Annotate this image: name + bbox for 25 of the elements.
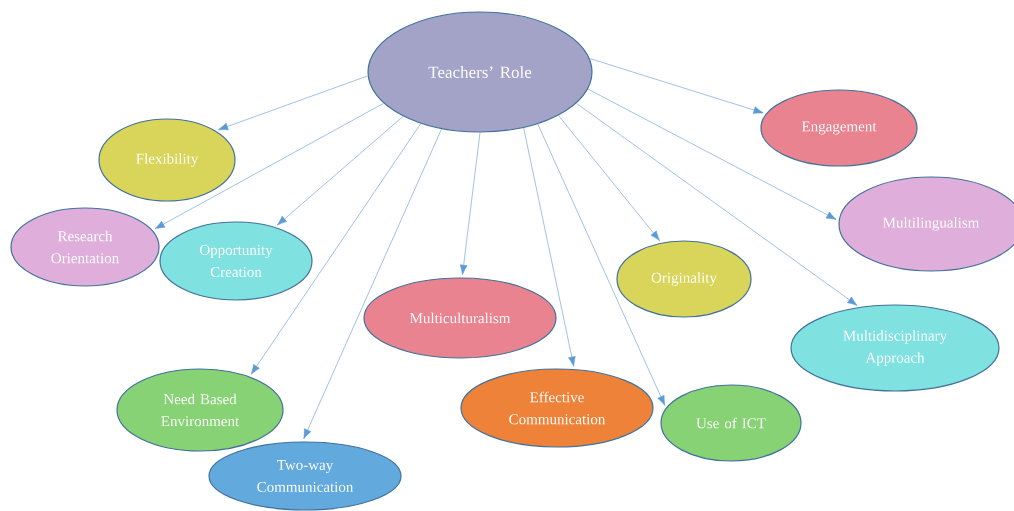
ellipse-node: Multiculturalism [363, 277, 557, 359]
ellipse-node: Multilingualism [838, 176, 1014, 272]
arrow [459, 132, 481, 275]
ellipse-node: Multidisciplinary Approach [790, 304, 1000, 392]
arrow [218, 75, 368, 131]
arrow [303, 128, 442, 440]
arrow [558, 115, 660, 241]
arrow [587, 88, 837, 220]
arrow [576, 103, 858, 306]
ellipse-node: Use of ICT [660, 384, 802, 462]
arrow [537, 123, 666, 406]
ellipse-node: Two-way Communication [208, 441, 402, 511]
ellipse-node: Flexibility [98, 118, 236, 202]
ellipse-node: Originality [616, 240, 752, 318]
arrow [589, 58, 764, 114]
ellipse-node: Research Orientation [10, 207, 160, 287]
arrow [523, 127, 576, 367]
ellipse-node: Effective Communication [460, 368, 654, 448]
arrow [154, 103, 384, 230]
arrow [276, 116, 404, 226]
ellipse-node: Opportunity Creation [159, 221, 313, 301]
ellipse-node: Need Based Environment [116, 368, 284, 452]
ellipse-node: Engagement [760, 89, 918, 167]
ellipse-node: Teachers’ Role [367, 11, 593, 133]
arrow [250, 123, 422, 375]
